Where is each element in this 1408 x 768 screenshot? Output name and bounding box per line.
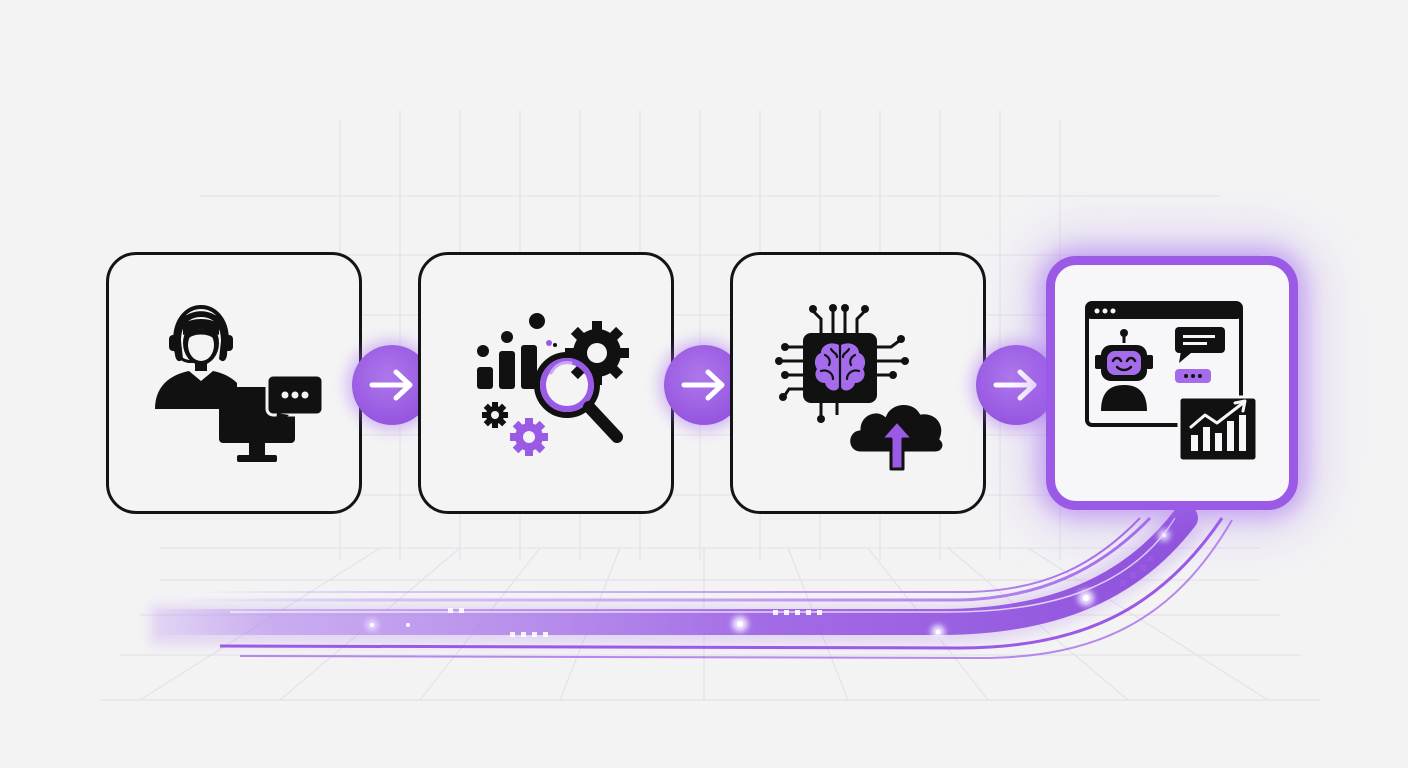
step-card-4-highlighted: [1046, 256, 1298, 510]
chatbot-window-icon: [1085, 301, 1259, 463]
cloud-upload-icon: [847, 402, 946, 471]
growth-chart-icon: [1177, 395, 1259, 463]
ai-brain-chip-icon: [775, 304, 946, 471]
step-card-3: [730, 252, 986, 514]
arrow-right-icon: [993, 369, 1037, 401]
arrow-right-icon: [681, 369, 725, 401]
customer-support-agent-icon: [155, 304, 325, 462]
arrow-connector-3: [976, 345, 1056, 425]
data-analysis-magnifier-icon: [477, 313, 629, 456]
step-card-2: [418, 252, 674, 514]
step-card-1: [106, 252, 362, 514]
arrow-right-icon: [369, 369, 413, 401]
